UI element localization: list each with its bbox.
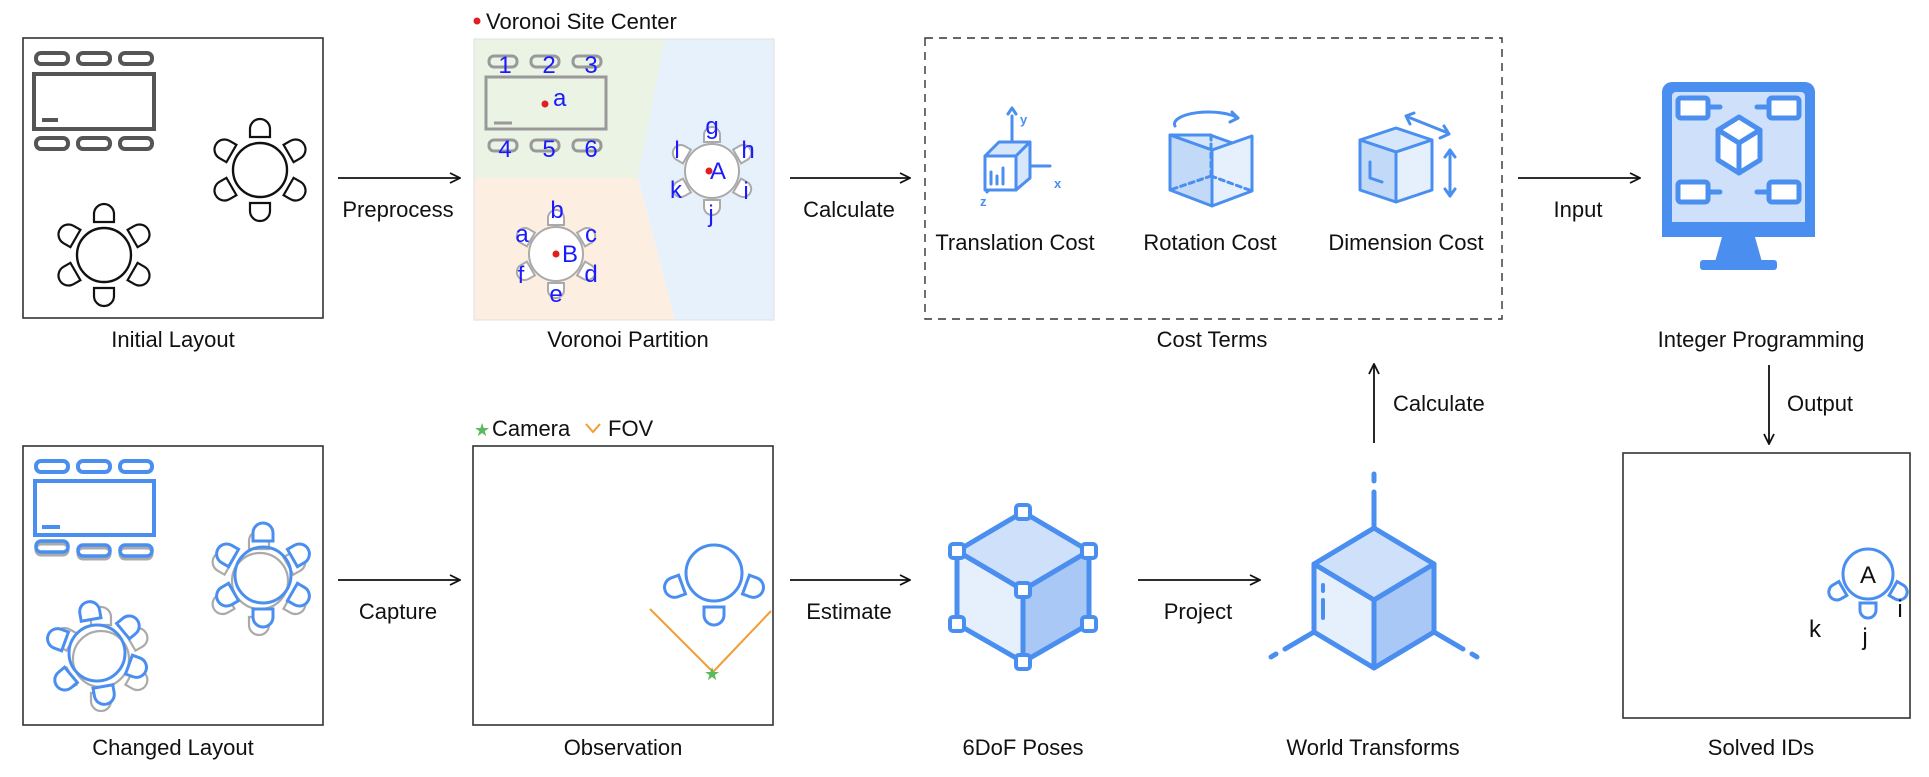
world-caption: World Transforms: [1286, 735, 1459, 760]
fov-line-right: [712, 610, 772, 673]
poses-caption: 6DoF Poses: [962, 735, 1083, 760]
chair-5-label: 5: [542, 136, 555, 163]
chair-k-label: k: [670, 177, 683, 204]
preprocess-label: Preprocess: [342, 197, 453, 222]
calculate-label-top: Calculate: [803, 197, 895, 222]
fov-legend: FOV: [608, 416, 654, 441]
initial-layout-caption: Initial Layout: [111, 327, 235, 352]
site-center-a: [541, 100, 549, 108]
observation-caption: Observation: [564, 735, 683, 760]
round-table-right-changed: [211, 521, 311, 637]
rotation-cost-label: Rotation Cost: [1143, 230, 1276, 255]
chair-b-label: b: [550, 197, 563, 224]
chair-l-label: l: [674, 137, 679, 164]
camera-legend: Camera: [492, 416, 571, 441]
chair-a-label: a: [515, 221, 529, 248]
chair-h-label: h: [741, 137, 754, 164]
chair-e-label: e: [549, 281, 562, 308]
dimension-cost-label: Dimension Cost: [1328, 230, 1483, 255]
site-a-label: a: [553, 85, 567, 112]
observed-table: [663, 543, 765, 627]
estimate-label: Estimate: [806, 599, 892, 624]
chair-6-label: 6: [584, 136, 597, 163]
rotation-cost-icon: [1168, 110, 1254, 208]
observation-panel: ★ Camera FOV ★ Observation: [472, 416, 774, 760]
changed-layout-caption: Changed Layout: [92, 735, 253, 760]
chair-j-label: j: [707, 201, 713, 228]
dimension-cost-icon: [1358, 111, 1457, 204]
translation-cost-icon: y x z: [980, 106, 1062, 209]
solved-chair-k: k: [1809, 616, 1822, 643]
fov-line-left: [649, 608, 714, 673]
cost-terms-panel: y x z Translation Cost Rotation Cost: [924, 37, 1503, 352]
svg-text:z: z: [980, 194, 987, 209]
round-table-right: [209, 117, 311, 223]
rect-table: [32, 51, 156, 151]
solved-ids-panel: A k j i Solved IDs: [1622, 452, 1911, 760]
round-table-left: [53, 202, 155, 308]
rect-table-gray: [484, 54, 608, 153]
voronoi-panel: Voronoi Site Center a 1 2 3 4 5 6: [473, 9, 775, 352]
chair-f-label: f: [518, 262, 525, 289]
round-table-left-changed: [46, 600, 149, 713]
input-label: Input: [1554, 197, 1603, 222]
rect-table-changed: [33, 459, 156, 537]
cost-terms-caption: Cost Terms: [1157, 327, 1268, 352]
solved-chair-j: j: [1861, 624, 1867, 651]
6dof-poses-icon: [948, 503, 1098, 671]
table-b-label: B: [562, 241, 578, 268]
voronoi-caption: Voronoi Partition: [547, 327, 708, 352]
changed-layout-panel: Changed Layout: [22, 445, 324, 760]
world-transforms-icon: [1268, 471, 1480, 671]
svg-text:y: y: [1020, 112, 1028, 127]
table-b-gray: [515, 209, 597, 299]
region-rect-table: [474, 39, 665, 178]
initial-layout-panel: Initial Layout: [22, 37, 324, 352]
table-a-label: A: [710, 158, 726, 185]
chair-1-label: 1: [498, 52, 511, 79]
chair-3-label: 3: [584, 52, 597, 79]
chair-c-label: c: [585, 221, 597, 248]
chair-2-label: 2: [542, 52, 555, 79]
solved-center-label: A: [1860, 562, 1876, 589]
solved-caption: Solved IDs: [1708, 735, 1814, 760]
fov-legend-icon: [585, 423, 601, 434]
chair-i-label: i: [743, 178, 748, 205]
integer-programming-icon: [1662, 82, 1815, 270]
chair-d-label: d: [584, 261, 597, 288]
camera-star: ★: [704, 664, 720, 685]
calculate-label-mid: Calculate: [1393, 391, 1485, 416]
integer-programming-caption: Integer Programming: [1658, 327, 1865, 352]
voronoi-legend: Voronoi Site Center: [486, 9, 677, 34]
solved-chair-i: i: [1897, 596, 1902, 623]
camera-legend-icon: ★: [474, 420, 490, 441]
output-label: Output: [1787, 391, 1853, 416]
svg-text:x: x: [1054, 176, 1062, 191]
translation-cost-label: Translation Cost: [935, 230, 1094, 255]
solved-table: [1827, 547, 1909, 620]
table-a-gray: [671, 126, 753, 216]
chair-g-label: g: [705, 113, 718, 140]
chair-4-label: 4: [498, 136, 511, 163]
project-label: Project: [1164, 599, 1232, 624]
capture-label: Capture: [359, 599, 437, 624]
site-center-legend-dot: [473, 17, 481, 25]
